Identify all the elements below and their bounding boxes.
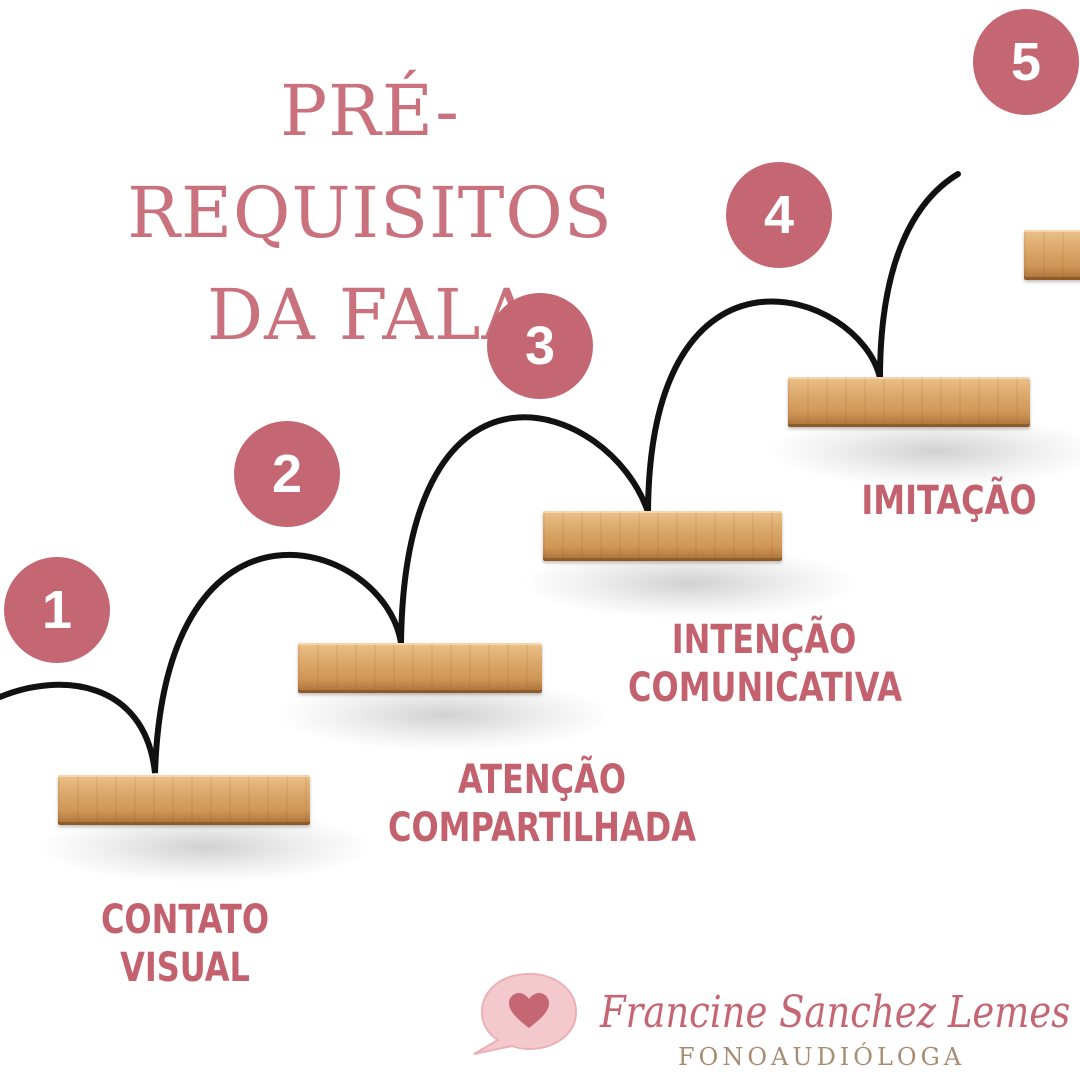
step-shelf-3 <box>543 511 782 561</box>
page-title: PRÉ-REQUISITOS DA FALA <box>40 60 700 366</box>
step-2-label-line-1: ATENÇÃO <box>457 757 627 803</box>
step-shelf-1 <box>58 775 310 825</box>
step-3-badge: 3 <box>487 293 593 399</box>
step-1-label: CONTATO VISUAL <box>85 896 285 992</box>
step-shelf-2 <box>298 643 542 693</box>
step-1-label-line-2: VISUAL <box>120 945 250 991</box>
step-shelf-4 <box>788 377 1030 427</box>
step-1-badge: 1 <box>4 557 110 663</box>
step-shelf-5 <box>1024 230 1080 280</box>
step-2-label: ATENÇÃO COMPARTILHADA <box>382 756 702 852</box>
arc-path <box>0 171 961 774</box>
step-5-badge: 5 <box>973 9 1079 115</box>
brand-name: Francine Sanchez Lemes <box>600 987 1071 1038</box>
step-2-badge: 2 <box>234 421 340 527</box>
shelf-shadow-4 <box>770 416 1080 486</box>
brand-profession: FONOAUDIÓLOGA <box>678 1043 966 1071</box>
step-3-label-line-2: COMUNICATIVA <box>628 665 903 711</box>
step-4-label-line-1: IMITAÇÃO <box>861 478 1037 524</box>
title-line-2: DA FALA <box>207 274 533 356</box>
title-line-1: PRÉ-REQUISITOS <box>127 70 613 254</box>
step-3-label: INTENÇÃO COMUNICATIVA <box>628 616 903 712</box>
step-3-label-line-1: INTENÇÃO <box>671 617 857 663</box>
step-2-label-line-2: COMPARTILHADA <box>387 805 697 851</box>
step-4-label: IMITAÇÃO <box>861 477 1037 525</box>
step-4-badge: 4 <box>726 162 832 268</box>
step-1-label-line-1: CONTATO <box>100 897 270 943</box>
speech-bubble-heart-logo-icon <box>473 972 578 1055</box>
